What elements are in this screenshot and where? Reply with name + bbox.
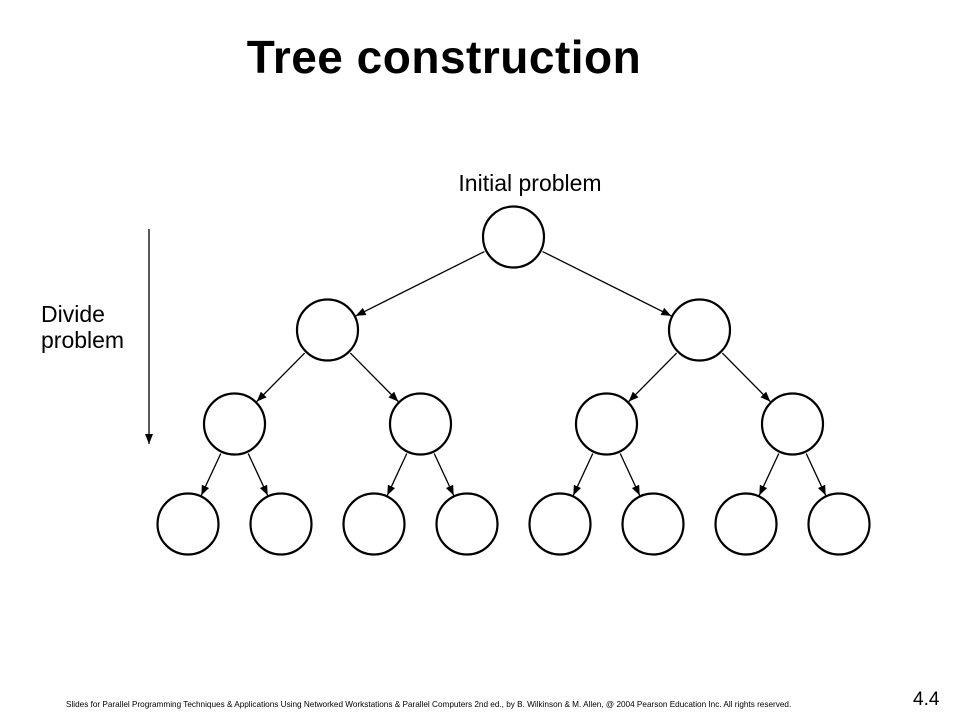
tree-edge-l2-3-1: [805, 453, 827, 496]
tree-edge-l2-1-1: [433, 453, 455, 496]
tree-node-l3-3: [435, 492, 499, 556]
footer-copyright: Slides for Parallel Programming Techniqu…: [66, 700, 792, 709]
tree-node-l2-0: [202, 392, 267, 456]
slide-title: Tree construction: [246, 31, 642, 83]
divide-problem-label-line1: Divide: [41, 301, 105, 327]
tree-edge-l2-0-0: [200, 453, 222, 496]
tree-edge-l2-3-0: [758, 453, 780, 496]
divide-problem-label: Divide problem: [41, 301, 124, 353]
tree-node-l3-6: [714, 492, 778, 556]
tree-node-l1-1: [667, 298, 732, 362]
tree-node-l1-0: [295, 298, 360, 362]
slide-number: 4.4: [913, 689, 940, 710]
tree-nodes: [156, 205, 871, 556]
tree-edge-l0-0-0: [355, 250, 485, 317]
tree-node-l3-5: [621, 492, 685, 556]
tree-node-l2-3: [760, 392, 825, 456]
tree-edge-l1-1-1: [721, 352, 771, 403]
tree-node-l2-1: [388, 392, 453, 456]
tree-edges: [200, 250, 827, 496]
tree-node-l2-2: [574, 392, 639, 456]
tree-edge-l0-0-1: [542, 250, 672, 317]
tree-node-l3-4: [528, 492, 592, 556]
tree-node-l3-2: [342, 492, 406, 556]
tree-edge-l2-2-1: [619, 453, 641, 496]
tree-edge-l1-1-0: [628, 352, 678, 403]
divide-problem-label-line2: problem: [41, 327, 125, 353]
tree-root-node: [481, 205, 546, 269]
tree-node-l3-7: [807, 492, 871, 556]
tree-node-l3-0: [156, 492, 220, 556]
root-node-label: Initial problem: [458, 170, 602, 196]
tree-edge-l2-2-0: [572, 453, 594, 496]
tree-edge-l1-0-1: [349, 352, 399, 403]
tree-edge-l2-0-1: [247, 453, 269, 496]
tree-node-l3-1: [249, 492, 313, 556]
tree-edge-l2-1-0: [386, 453, 408, 496]
tree-edge-l1-0-0: [256, 352, 306, 403]
